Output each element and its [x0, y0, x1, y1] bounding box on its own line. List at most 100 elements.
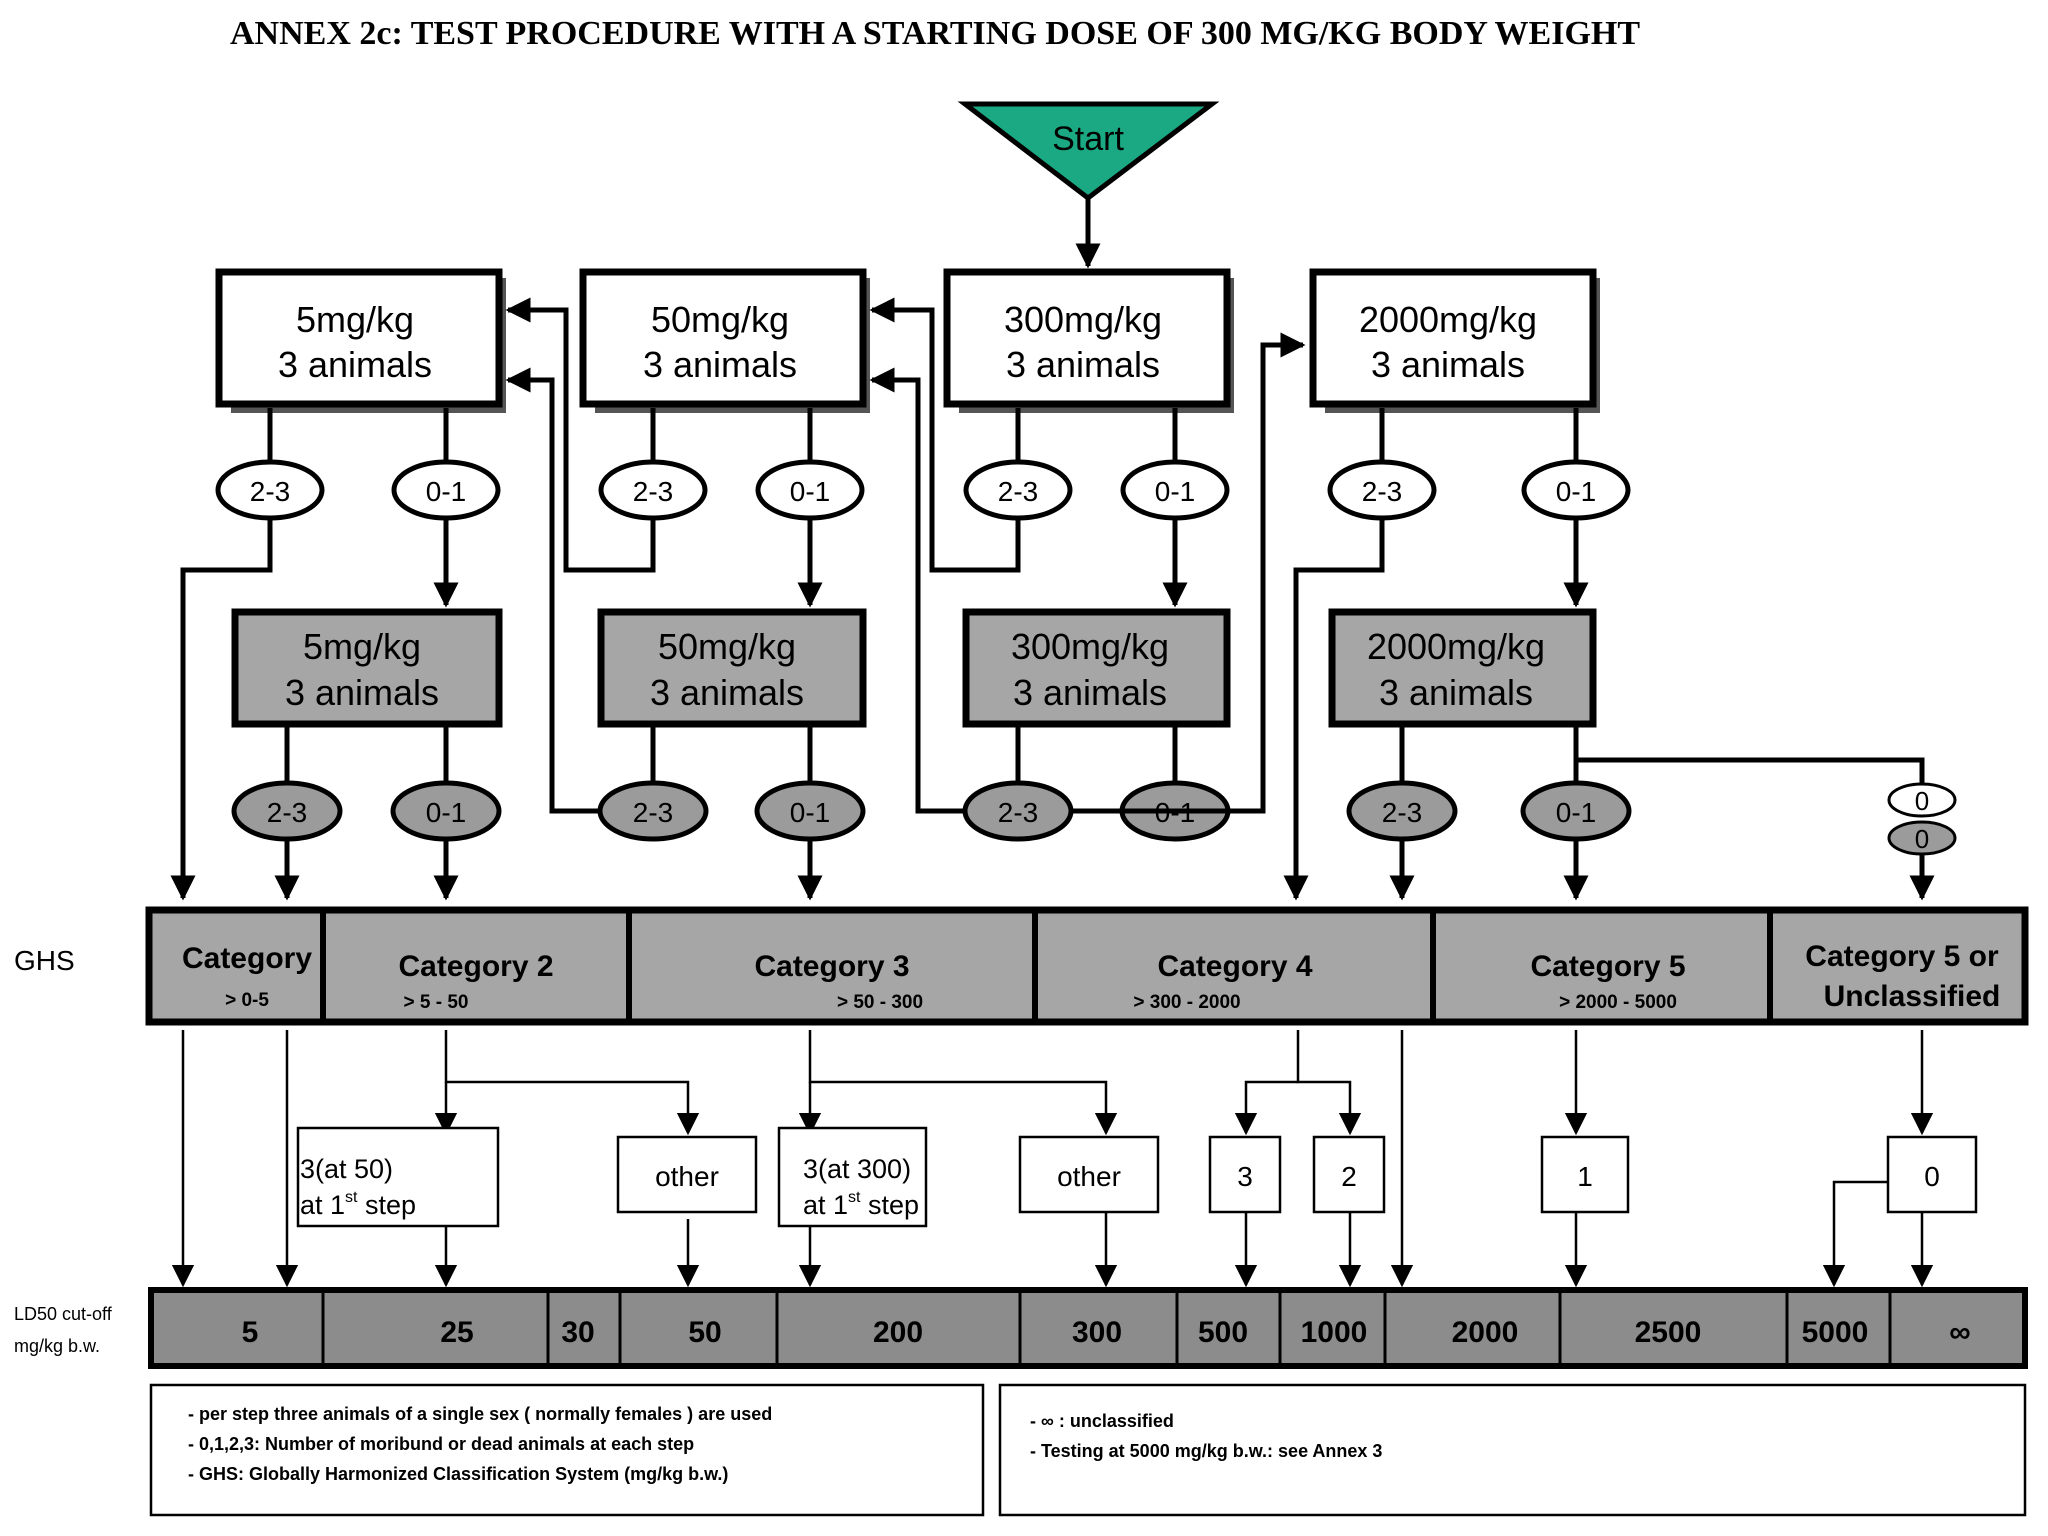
outcome-oval-high: 2-3 — [598, 459, 708, 521]
animals-label: 3 animals — [1006, 344, 1160, 385]
result-box-1: 1 — [1540, 1135, 1630, 1214]
ghs-category-bar: Category> 0-5 Category 2> 5 - 50 Categor… — [145, 906, 2029, 1026]
outcome-oval-high: 2-3 — [963, 459, 1073, 521]
repeat-box-50: 50mg/kg 3 animals — [597, 608, 867, 728]
svg-text:Category 2: Category 2 — [398, 950, 553, 983]
ld50-value: 5000 — [1802, 1316, 1869, 1349]
repeat-box-300: 300mg/kg 3 animals — [962, 608, 1231, 728]
outcome-oval-low: 0-1 — [755, 459, 865, 521]
outcome-oval-high: 2-3 — [962, 780, 1074, 842]
outcome-oval-high: 2-3 — [231, 780, 343, 842]
svg-text:3(at 50): 3(at 50) — [300, 1154, 393, 1184]
repeat-connectors — [284, 726, 1925, 786]
result-box-3-at-50: 3(at 50) at 1st step — [296, 1126, 500, 1228]
repeat-box-5: 5mg/kg 3 animals — [231, 608, 503, 728]
note-line: - GHS: Globally Harmonized Classificatio… — [188, 1464, 728, 1484]
outcome-oval-low: 0-1 — [1521, 459, 1631, 521]
result-step-text: at 1st step — [300, 1189, 416, 1220]
outcome-oval-low: 0-1 — [1120, 459, 1230, 521]
svg-text:2-3: 2-3 — [633, 476, 673, 507]
svg-text:Category 5 or: Category 5 or — [1805, 940, 1999, 973]
svg-text:3(at 300): 3(at 300) — [803, 1154, 911, 1184]
result-step-text: at 1st step — [803, 1189, 919, 1220]
dose-label: 50mg/kg — [651, 299, 789, 340]
result-box-3: 3 — [1208, 1135, 1282, 1214]
notes-box-right: - ∞ : unclassified - Testing at 5000 mg/… — [998, 1383, 2027, 1517]
note-line: - 0,1,2,3: Number of moribund or dead an… — [188, 1434, 694, 1454]
result-box-2: 2 — [1312, 1135, 1386, 1214]
svg-text:2-3: 2-3 — [267, 797, 307, 828]
ghs-label: GHS — [14, 945, 75, 976]
ld50-value: 2000 — [1452, 1316, 1519, 1349]
repeat-outcome-ovals: 2-3 0-1 2-3 0-1 2-3 0-1 2-3 0-1 0 0 — [231, 780, 1957, 856]
svg-text:other: other — [1057, 1161, 1121, 1192]
outcome-oval-high: 2-3 — [1346, 780, 1458, 842]
ld50-label-line1: LD50 cut-off — [14, 1304, 113, 1324]
dose-label: 300mg/kg — [1004, 299, 1162, 340]
note-line: - per step three animals of a single sex… — [188, 1404, 772, 1424]
svg-text:0-1: 0-1 — [1556, 476, 1596, 507]
ld50-value: 30 — [561, 1316, 594, 1349]
outcome-oval-zero-grey: 0 — [1887, 820, 1957, 856]
notes-box-left: - per step three animals of a single sex… — [149, 1383, 985, 1517]
svg-text:0-1: 0-1 — [1155, 476, 1195, 507]
note-line: - Testing at 5000 mg/kg b.w.: see Annex … — [1030, 1441, 1382, 1461]
svg-text:0: 0 — [1915, 786, 1929, 816]
svg-text:2-3: 2-3 — [1362, 476, 1402, 507]
category-2-cell: Category 2> 5 - 50 — [398, 950, 553, 1013]
repeat-box-2000: 2000mg/kg 3 animals — [1328, 608, 1597, 728]
outcome-oval-high: 2-3 — [597, 780, 709, 842]
ld50-bar: 5 25 30 50 200 300 500 1000 2000 2500 50… — [148, 1287, 2028, 1369]
note-line: - ∞ : unclassified — [1030, 1411, 1174, 1431]
svg-text:other: other — [655, 1161, 719, 1192]
result-box-0: 0 — [1886, 1135, 1978, 1214]
outcome-oval-low: 0-1 — [391, 459, 501, 521]
svg-text:2000mg/kg: 2000mg/kg — [1367, 626, 1545, 667]
svg-text:Unclassified: Unclassified — [1824, 980, 2001, 1013]
svg-text:Category 4: Category 4 — [1157, 950, 1312, 983]
ld50-label-line2: mg/kg b.w. — [14, 1336, 100, 1356]
animals-label: 3 animals — [643, 344, 797, 385]
outcome-oval-high: 2-3 — [215, 459, 325, 521]
repeat-routing-arrows — [274, 332, 1935, 901]
result-box-3-at-300: 3(at 300) at 1st step — [777, 1126, 928, 1228]
svg-text:3 animals: 3 animals — [1379, 672, 1533, 713]
animals-label: 3 animals — [278, 344, 432, 385]
svg-text:2: 2 — [1341, 1161, 1357, 1192]
outcome-oval-high: 2-3 — [1327, 459, 1437, 521]
ld50-value: 1000 — [1301, 1316, 1368, 1349]
svg-text:0-1: 0-1 — [1556, 797, 1596, 828]
svg-text:> 50 - 300: > 50 - 300 — [837, 992, 923, 1013]
dose-box-300: 300mg/kg 3 animals — [943, 268, 1234, 413]
svg-text:Category 3: Category 3 — [754, 950, 909, 983]
svg-text:300mg/kg: 300mg/kg — [1011, 626, 1169, 667]
start-node: Start — [957, 101, 1220, 202]
category-3-cell: Category 3 > 50 - 300 — [754, 950, 923, 1013]
outcome-oval-low: 0-1 — [754, 780, 866, 842]
dose-label: 5mg/kg — [296, 299, 414, 340]
ld50-value: 500 — [1198, 1316, 1248, 1349]
category-5-unclassified-cell: Category 5 or Unclassified — [1805, 940, 2000, 1013]
ld50-value: 200 — [873, 1316, 923, 1349]
svg-text:Category 5: Category 5 — [1530, 950, 1685, 983]
dose-box-50: 50mg/kg 3 animals — [579, 268, 870, 413]
top-routing-arrows — [170, 297, 1589, 901]
ld50-value: 300 — [1072, 1316, 1122, 1349]
svg-text:0-1: 0-1 — [790, 476, 830, 507]
svg-text:> 2000 - 5000: > 2000 - 5000 — [1559, 992, 1677, 1013]
animals-label: 3 animals — [1371, 344, 1525, 385]
svg-text:2-3: 2-3 — [1382, 797, 1422, 828]
svg-text:50mg/kg: 50mg/kg — [658, 626, 796, 667]
outcome-oval-low: 0-1 — [390, 780, 502, 842]
top-connectors — [267, 408, 1579, 462]
svg-text:3 animals: 3 animals — [1013, 672, 1167, 713]
svg-text:3 animals: 3 animals — [285, 672, 439, 713]
svg-text:2-3: 2-3 — [633, 797, 673, 828]
dose-box-2000: 2000mg/kg 3 animals — [1309, 268, 1600, 413]
svg-text:1: 1 — [1577, 1161, 1593, 1192]
mid-result-boxes: 3(at 50) at 1st step other 3(at 300) at … — [296, 1126, 1978, 1228]
result-box-other-2: other — [1018, 1135, 1160, 1214]
svg-text:0-1: 0-1 — [426, 797, 466, 828]
outcome-oval-zero-white: 0 — [1887, 782, 1957, 818]
